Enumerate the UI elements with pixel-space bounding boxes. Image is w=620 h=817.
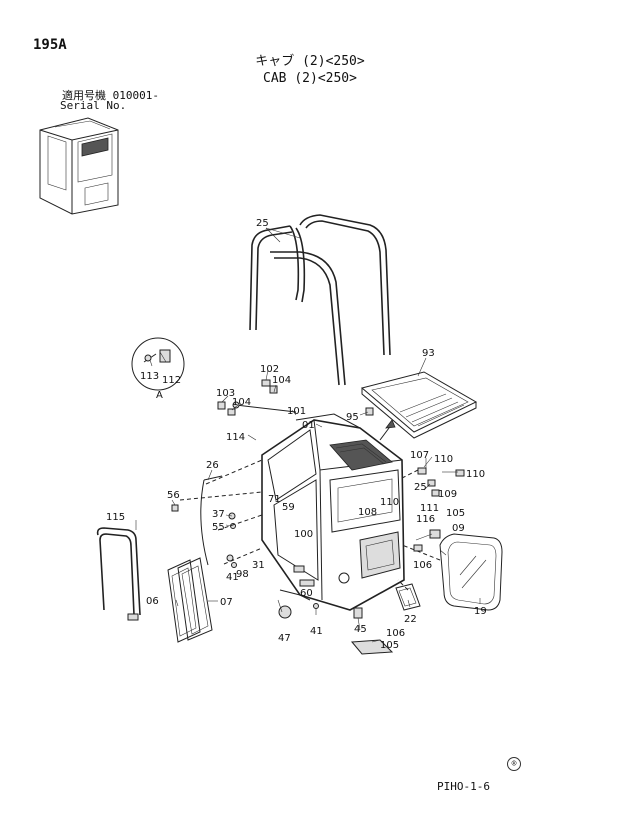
callout-41-b: 41: [310, 626, 323, 637]
detail-a-circle: [131, 337, 185, 391]
callout-106-a: 106: [413, 560, 432, 571]
serial-label-english: Serial No.: [60, 99, 127, 112]
callout-112: 112: [162, 375, 181, 386]
serial-label-japanese: 適用号機 010001-: [62, 89, 159, 102]
glass-and-seals: [96, 527, 503, 643]
callout-25-frame: 25: [256, 218, 269, 229]
roll-frame-25: [249, 214, 391, 386]
title-english: CAB (2)<250>: [263, 71, 357, 86]
roof-panel-93: [360, 371, 478, 439]
callout-37: 37: [212, 509, 225, 520]
callout-55: 55: [212, 522, 225, 533]
callout-01: 01: [302, 420, 315, 431]
callout-102: 102: [260, 364, 279, 375]
callout-107: 107: [410, 450, 429, 461]
callout-26: 26: [206, 460, 219, 471]
callout-103: 103: [216, 388, 235, 399]
callout-100: 100: [294, 529, 313, 540]
callout-22: 22: [404, 614, 417, 625]
callout-104-top: 104: [272, 375, 291, 386]
callout-105-b: 105: [380, 640, 399, 651]
callout-45: 45: [354, 624, 367, 635]
callout-113: 113: [140, 371, 159, 382]
callout-07: 07: [220, 597, 233, 608]
callout-105-a: 105: [446, 508, 465, 519]
callout-115: 115: [106, 512, 125, 523]
main-cab-body: [261, 413, 405, 611]
callout-109: 109: [438, 489, 457, 500]
callout-47: 47: [278, 633, 291, 644]
callout-114: 114: [226, 432, 245, 443]
callout-104: 104: [232, 397, 251, 408]
callout-110-a: 110: [434, 454, 453, 465]
callout-116: 116: [416, 514, 435, 525]
callout-101: 101: [287, 406, 306, 417]
small-parts: [171, 379, 465, 655]
callout-108: 108: [358, 507, 377, 518]
page-code: 195A: [33, 37, 67, 53]
callout-56: 56: [167, 490, 180, 501]
callout-111: 111: [420, 503, 439, 514]
callout-110-c: 110: [380, 497, 399, 508]
callout-98: 98: [236, 569, 249, 580]
title-japanese: キャブ (2)<250>: [255, 54, 365, 69]
overview-cab-thumbnail: [39, 117, 119, 215]
callout-60: 60: [300, 588, 313, 599]
callout-labels: 25 93 102 104 103 104 101 95 01 114 110 …: [106, 218, 487, 651]
callout-95: 95: [346, 412, 359, 423]
callout-93: 93: [422, 348, 435, 359]
copyright-mark: ®: [507, 757, 521, 771]
leader-lines: [135, 227, 481, 643]
callout-06: 06: [146, 596, 159, 607]
callout-59: 59: [282, 502, 295, 513]
callout-41-a: 41: [226, 572, 239, 583]
callout-19: 19: [474, 606, 487, 617]
footer-code: PIHO-1-6: [437, 780, 490, 793]
callout-106-b: 106: [386, 628, 405, 639]
detail-a-label: A: [156, 390, 163, 401]
callout-09: 09: [452, 523, 465, 534]
callout-31: 31: [252, 560, 265, 571]
callout-110-b: 110: [466, 469, 485, 480]
callout-71: 71: [268, 494, 281, 505]
callout-25-small: 25: [414, 482, 427, 493]
